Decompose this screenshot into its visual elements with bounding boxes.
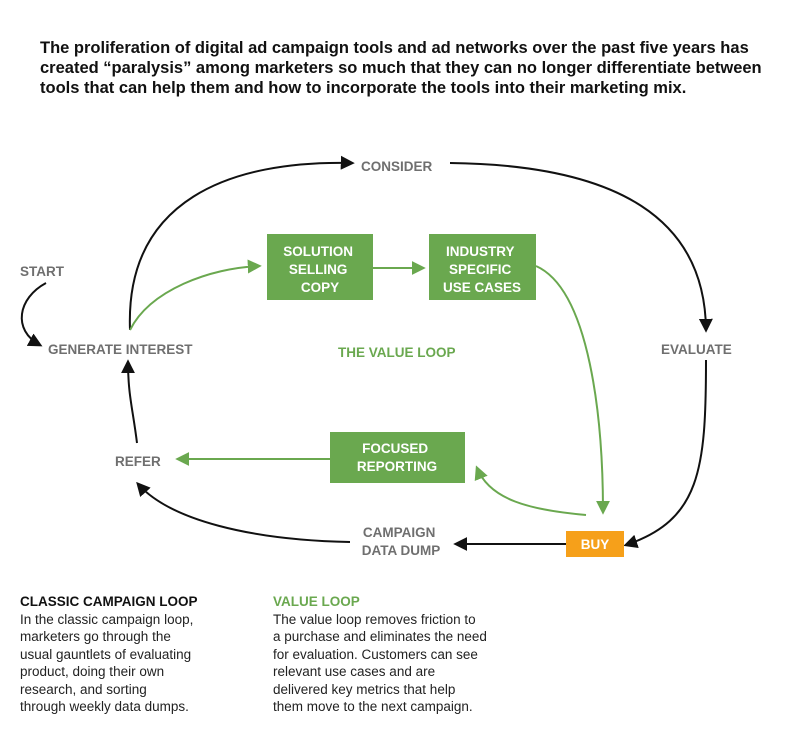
industry-specific-use-cases-label: INDUSTRY SPECIFIC USE CASES xyxy=(443,244,521,295)
start-label: START xyxy=(20,264,65,279)
classic-legend-body: In the classic campaign loop, marketers … xyxy=(20,611,194,715)
value-legend-title: VALUE LOOP xyxy=(273,594,360,609)
arrow-data-dump-to-refer xyxy=(136,481,351,543)
refer-label: REFER xyxy=(115,454,161,469)
classic-legend-title: CLASSIC CAMPAIGN LOOP xyxy=(20,594,198,609)
arrow-generate-interest-to-consider xyxy=(128,155,355,331)
arrow-start-to-generate-interest xyxy=(20,282,47,347)
solution-selling-copy-label: SOLUTION SELLING COPY xyxy=(283,244,357,295)
solution-selling-copy-box xyxy=(267,234,373,300)
arrow-refer-to-generate-interest xyxy=(121,359,138,444)
evaluate-label: EVALUATE xyxy=(661,342,732,357)
buy-box xyxy=(566,531,624,557)
arrow-generate-interest-to-solution-selling xyxy=(129,259,262,331)
buy-label: BUY xyxy=(581,537,610,552)
arrow-buy-to-focused-reporting xyxy=(474,465,587,516)
arrow-consider-to-evaluate xyxy=(449,162,713,333)
value-legend-body: The value loop removes friction to a pur… xyxy=(273,611,487,715)
industry-specific-use-cases-box xyxy=(429,234,536,300)
arrow-industry-specific-to-buy xyxy=(535,265,610,515)
consider-label: CONSIDER xyxy=(361,159,433,174)
classic-campaign-loop-legend: CLASSIC CAMPAIGN LOOP In the classic cam… xyxy=(20,593,260,716)
generate-interest-label: GENERATE INTEREST xyxy=(48,342,193,357)
value-loop-legend: VALUE LOOP The value loop removes fricti… xyxy=(273,593,533,716)
campaign-data-dump-label: CAMPAIGN DATA DUMP xyxy=(362,525,441,558)
arrow-evaluate-to-buy xyxy=(623,359,707,549)
value-loop-label: THE VALUE LOOP xyxy=(338,345,456,360)
focused-reporting-box xyxy=(330,432,465,483)
intro-paragraph: The proliferation of digital ad campaign… xyxy=(40,39,762,97)
focused-reporting-label: FOCUSED REPORTING xyxy=(357,441,437,474)
